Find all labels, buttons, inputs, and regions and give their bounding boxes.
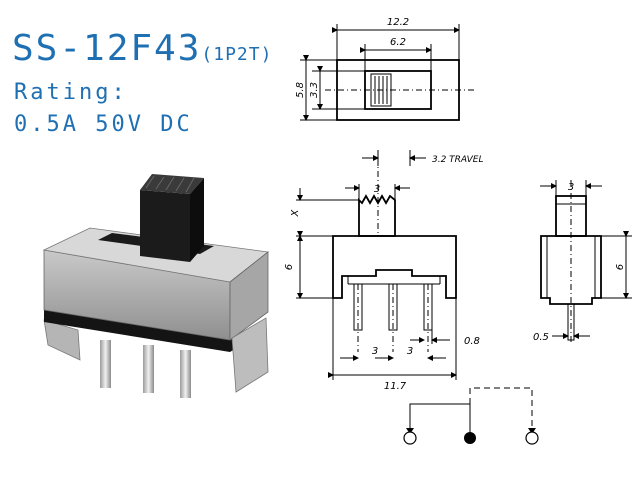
- front-view-actuator: [358, 194, 396, 237]
- dim-pin-pitch-1: 3: [372, 346, 378, 357]
- rating-label: Rating:: [14, 80, 128, 105]
- switch-schematic: [403, 387, 539, 445]
- top-view-drawing: [300, 24, 475, 121]
- schematic-position-1: [409, 403, 471, 432]
- side-view-pin: [567, 303, 575, 341]
- actuator-ridges: [145, 175, 195, 193]
- terminal-1: [403, 431, 417, 445]
- front-view-drawing: [296, 150, 457, 380]
- dim-side-body-height: 6: [615, 264, 626, 270]
- dim-pin-pitch-2: 3: [407, 346, 413, 357]
- body-side: [229, 251, 269, 341]
- switch-photo: [42, 174, 269, 398]
- dim-slot-height: 3.3: [309, 82, 320, 98]
- model-config: (1P2T): [201, 44, 273, 65]
- dim-actuator-height: X: [290, 208, 301, 217]
- front-view-body: [332, 235, 457, 299]
- pin-right: [180, 350, 191, 398]
- dim-height: 5.8: [295, 82, 306, 98]
- pin-middle: [143, 345, 154, 393]
- side-view-body: [540, 235, 602, 305]
- dim-side-actuator-width: 3: [568, 182, 574, 193]
- dim-travel: 3.2 TRAVEL: [432, 155, 484, 165]
- actuator-front: [140, 190, 190, 262]
- dim-pin-width: 0.8: [464, 336, 480, 347]
- dim-slot-width: 6.2: [390, 37, 406, 48]
- side-view-drawing: [540, 180, 632, 345]
- rating-value: 0.5A 50V DC: [14, 112, 193, 137]
- mount-tab-right: [231, 317, 269, 393]
- dim-body-height: 6: [284, 264, 295, 270]
- front-view-pins: [353, 283, 433, 352]
- actuator-side: [190, 178, 204, 262]
- schematic-position-2: [469, 387, 533, 432]
- model-name: SS-12F43: [12, 28, 202, 69]
- pin-left: [100, 340, 111, 388]
- dim-width: 12.2: [387, 17, 409, 28]
- terminal-2: [525, 431, 539, 445]
- model-title: SS-12F43(1P2T): [12, 28, 272, 69]
- dim-base-width: 11.7: [384, 381, 407, 392]
- base: [44, 310, 262, 352]
- dim-actuator-width: 3: [374, 184, 380, 195]
- dim-pin-thickness: 0.5: [533, 332, 549, 343]
- terminal-common: [464, 432, 476, 444]
- mount-tab-left: [43, 319, 81, 361]
